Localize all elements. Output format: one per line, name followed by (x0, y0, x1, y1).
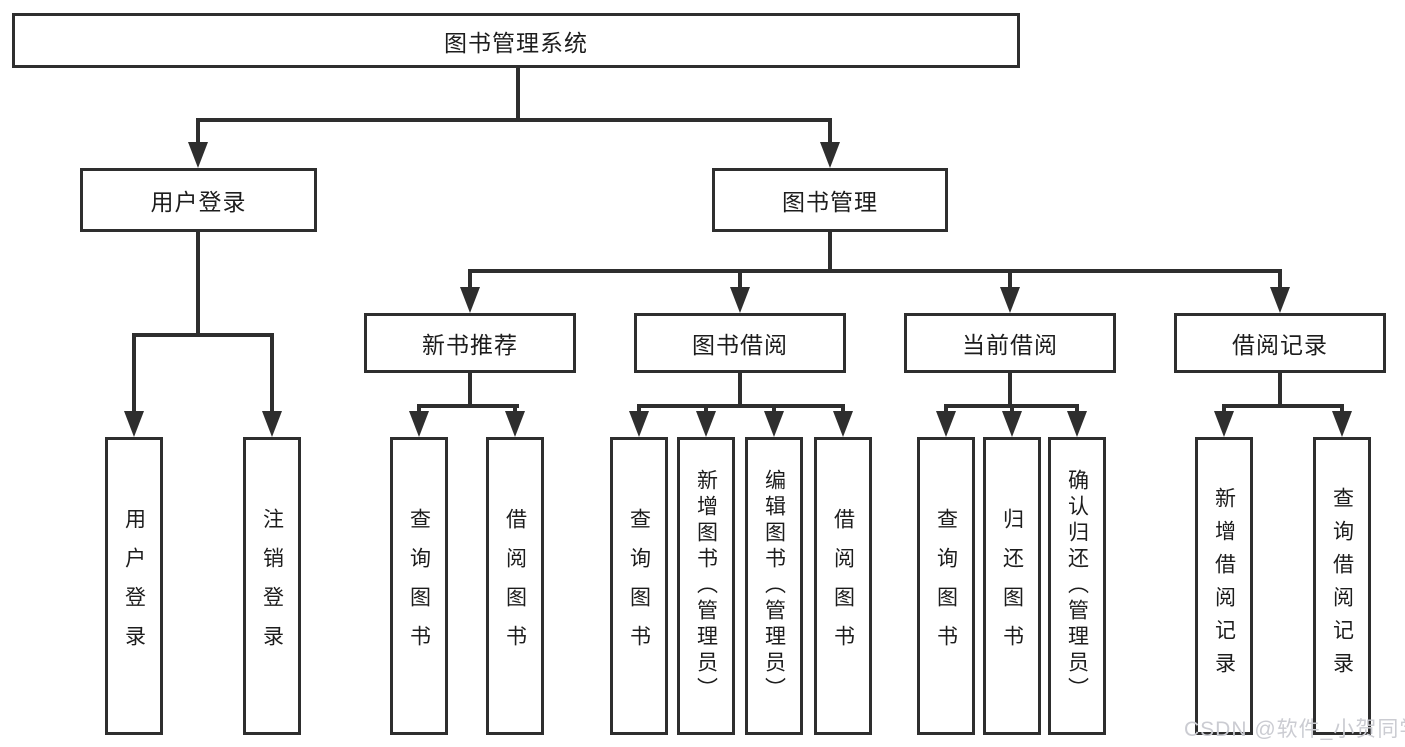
leaf-label: 借阅图书 (503, 508, 527, 664)
node-leaf-confirm-return-admin: 确认归还（管理员） (1048, 437, 1106, 735)
leaf-label: 借阅图书 (831, 508, 855, 664)
connector-line (1222, 404, 1344, 408)
node-leaf-query-books-3: 查询图书 (917, 437, 975, 735)
connector-line (828, 118, 832, 146)
node-leaf-user-login: 用户登录 (105, 437, 163, 735)
connector-line (1340, 404, 1344, 416)
connector-line (841, 404, 845, 416)
node-leaf-query-books-2: 查询图书 (610, 437, 668, 735)
node-current-borrow-label: 当前借阅 (962, 332, 1058, 358)
node-book-borrow: 图书借阅 (634, 313, 846, 373)
connector-line (1222, 404, 1226, 416)
connector-line (196, 118, 200, 146)
node-leaf-return-books: 归还图书 (983, 437, 1041, 735)
connector-line (772, 404, 776, 416)
connector-line (828, 232, 832, 272)
node-leaf-borrow-books-2: 借阅图书 (814, 437, 872, 735)
connector-line (1008, 373, 1012, 407)
node-user-login-branch: 用户登录 (80, 168, 317, 232)
arrowhead-icon (696, 411, 716, 437)
arrowhead-icon (629, 411, 649, 437)
arrowhead-icon (1214, 411, 1234, 437)
arrowhead-icon (764, 411, 784, 437)
arrowhead-icon (936, 411, 956, 437)
node-current-borrow: 当前借阅 (904, 313, 1116, 373)
node-leaf-add-books-admin: 新增图书（管理员） (677, 437, 735, 735)
leaf-label: 注销登录 (260, 508, 284, 664)
connector-line (1278, 373, 1282, 407)
node-root-label: 图书管理系统 (444, 29, 588, 56)
connector-line (704, 404, 708, 416)
arrowhead-icon (1000, 287, 1020, 313)
leaf-label: 查询图书 (407, 508, 431, 664)
connector-line (132, 333, 274, 337)
leaf-label: 编辑图书（管理员） (762, 469, 786, 703)
node-book-management-branch-label: 图书管理 (782, 189, 878, 215)
arrowhead-icon (1270, 287, 1290, 313)
leaf-label: 查询借阅记录 (1330, 487, 1354, 685)
node-leaf-edit-books-admin: 编辑图书（管理员） (745, 437, 803, 735)
leaf-label: 确认归还（管理员） (1065, 469, 1089, 703)
node-leaf-query-books-1: 查询图书 (390, 437, 448, 735)
connector-line (637, 404, 845, 408)
leaf-label: 新增借阅记录 (1212, 487, 1236, 685)
connector-line (1075, 404, 1079, 416)
leaf-label: 查询图书 (627, 508, 651, 664)
connector-line (270, 333, 274, 413)
arrowhead-icon (820, 142, 840, 168)
connector-line (417, 404, 519, 408)
leaf-label: 用户登录 (122, 508, 146, 664)
connector-line (944, 404, 948, 416)
connector-line (132, 333, 136, 413)
arrowhead-icon (1002, 411, 1022, 437)
node-leaf-query-borrow-record: 查询借阅记录 (1313, 437, 1371, 735)
connector-line (1008, 269, 1012, 291)
arrowhead-icon (188, 142, 208, 168)
arrowhead-icon (460, 287, 480, 313)
node-new-book-recommend-label: 新书推荐 (422, 332, 518, 358)
connector-line (417, 404, 421, 416)
arrowhead-icon (124, 411, 144, 437)
leaf-label: 查询图书 (934, 508, 958, 664)
connector-line (468, 373, 472, 407)
connector-line (1010, 404, 1014, 416)
connector-line (738, 373, 742, 407)
node-book-management-branch: 图书管理 (712, 168, 948, 232)
node-new-book-recommend: 新书推荐 (364, 313, 576, 373)
connector-line (196, 118, 832, 122)
leaf-label: 新增图书（管理员） (694, 469, 718, 703)
node-leaf-logout: 注销登录 (243, 437, 301, 735)
node-book-borrow-label: 图书借阅 (692, 332, 788, 358)
connector-line (468, 269, 1282, 273)
arrowhead-icon (1332, 411, 1352, 437)
connector-line (1278, 269, 1282, 291)
connector-line (516, 65, 520, 118)
leaf-label: 归还图书 (1000, 508, 1024, 664)
watermark: CSDN @软件_小贺同学 (1184, 718, 1405, 741)
arrowhead-icon (730, 287, 750, 313)
connector-line (637, 404, 641, 416)
node-borrow-records-label: 借阅记录 (1232, 332, 1328, 358)
arrowhead-icon (409, 411, 429, 437)
connector-line (196, 232, 200, 336)
arrowhead-icon (262, 411, 282, 437)
node-leaf-borrow-books-1: 借阅图书 (486, 437, 544, 735)
arrowhead-icon (1067, 411, 1087, 437)
arrowhead-icon (505, 411, 525, 437)
node-root: 图书管理系统 (12, 13, 1020, 68)
node-leaf-add-borrow-record: 新增借阅记录 (1195, 437, 1253, 735)
connector-line (738, 269, 742, 291)
arrowhead-icon (833, 411, 853, 437)
node-user-login-branch-label: 用户登录 (150, 189, 247, 215)
node-borrow-records: 借阅记录 (1174, 313, 1386, 373)
connector-line (513, 404, 517, 416)
connector-line (468, 269, 472, 291)
